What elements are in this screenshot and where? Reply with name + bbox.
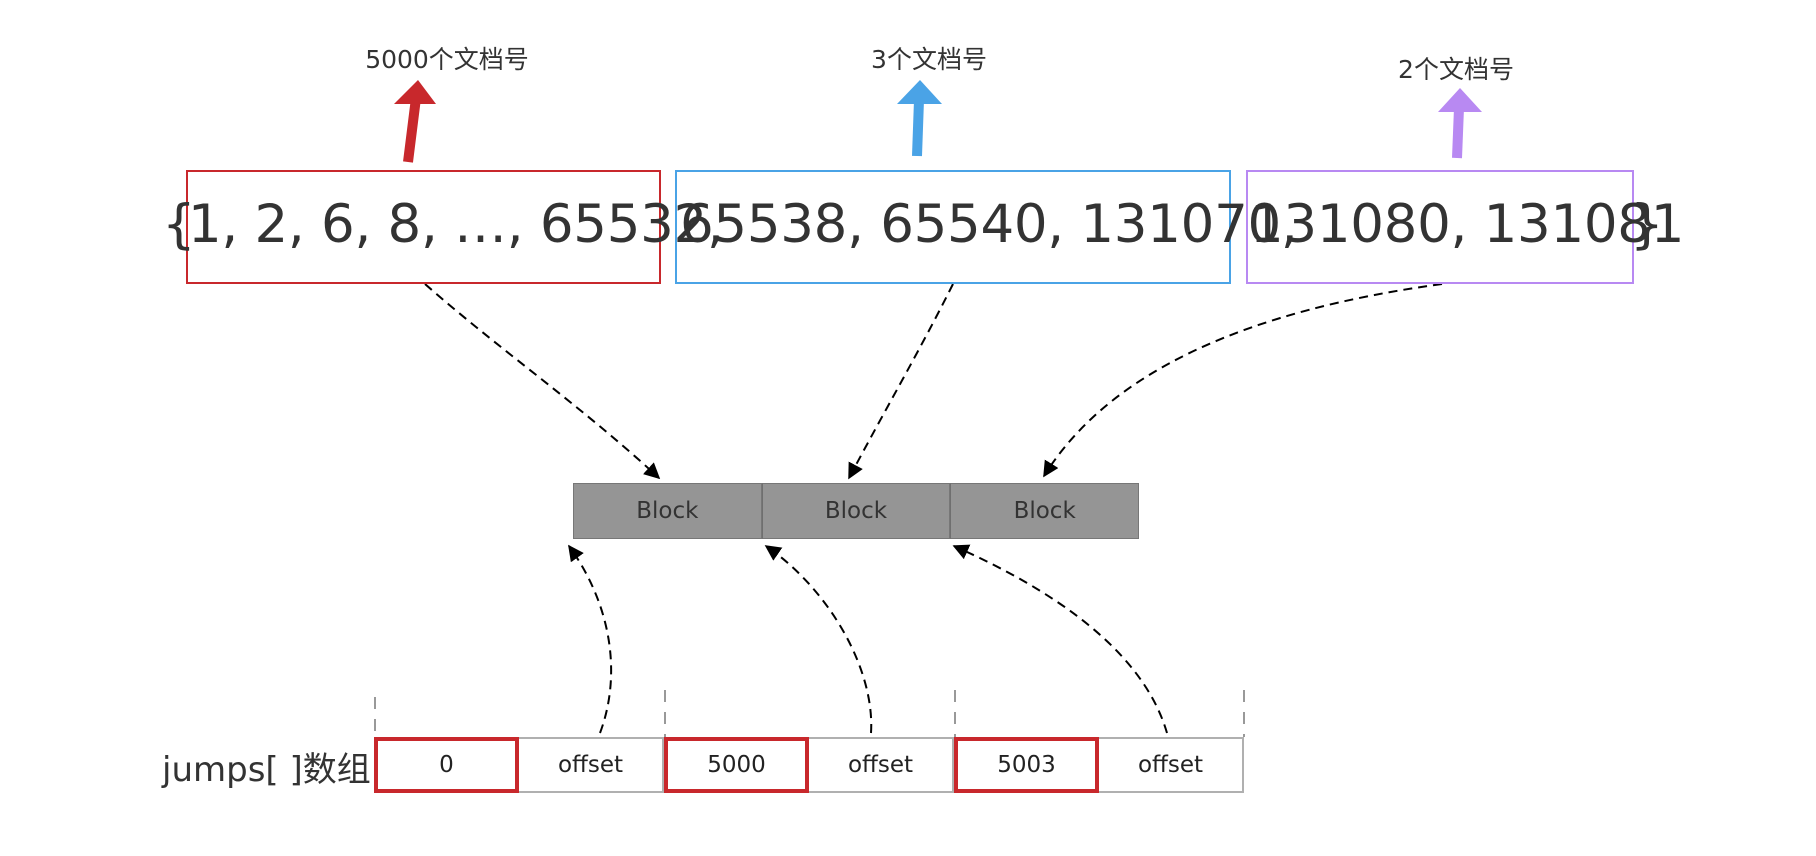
dashed-arrow-box3-block3 — [1043, 283, 1443, 478]
doc-set-close-brace: } — [1630, 194, 1664, 255]
highlight-box-red — [186, 170, 661, 284]
highlight-box-blue — [675, 170, 1231, 284]
dashed-arrow-offset3-block3 — [952, 544, 1168, 734]
top-label-2-docs: 2个文档号 — [1398, 55, 1514, 84]
dashed-arrow-offset2-block2 — [764, 545, 873, 734]
block-3: Block — [950, 483, 1140, 539]
jumps-offset-cell: offset — [809, 737, 954, 793]
doc-set-segment-1: 1, 2, 6, 8, …, 65532, — [188, 194, 724, 255]
doc-set-segment-3: 131080, 131081 — [1250, 194, 1685, 255]
jumps-value-cell: 0 — [374, 737, 519, 793]
jumps-array: 0 offset 5000 offset 5003 offset — [374, 737, 1244, 793]
block-2: Block — [761, 483, 951, 539]
up-arrow-blue — [897, 80, 942, 157]
top-label-3-docs: 3个文档号 — [871, 45, 987, 74]
up-arrow-red — [394, 80, 436, 163]
jumps-offset-cell: offset — [1099, 737, 1244, 793]
dashed-arrow-box1-block1 — [424, 283, 661, 480]
highlight-box-purple — [1246, 170, 1634, 284]
jumps-array-label: jumps[ ]数组 — [162, 750, 371, 790]
dashed-arrow-offset1-block1 — [568, 544, 613, 734]
dashed-arrow-box2-block2 — [848, 283, 954, 480]
block-row: Block Block Block — [573, 483, 1140, 539]
block-1: Block — [573, 483, 762, 539]
up-arrow-purple — [1438, 88, 1482, 159]
jumps-value-cell: 5000 — [664, 737, 809, 793]
doc-set-segment-2: 65538, 65540, 131070, — [680, 194, 1298, 255]
jumps-tick-marks — [374, 690, 1245, 737]
doc-set-open-brace: { — [162, 194, 196, 255]
jumps-value-cell: 5003 — [954, 737, 1099, 793]
jumps-offset-cell: offset — [519, 737, 664, 793]
top-label-5000-docs: 5000个文档号 — [365, 45, 529, 74]
